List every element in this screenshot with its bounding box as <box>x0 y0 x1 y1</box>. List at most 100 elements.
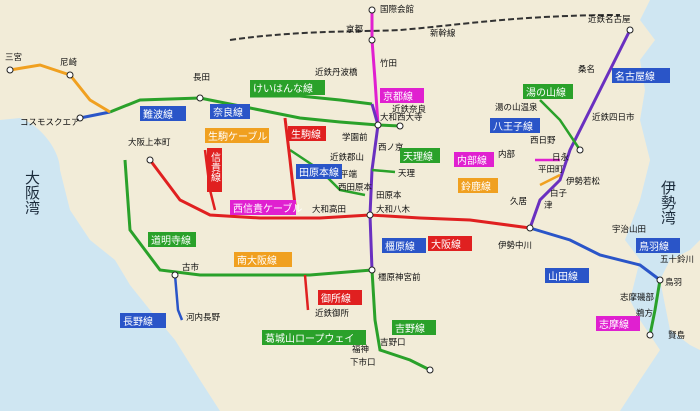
minami-osaka-box[interactable] <box>234 252 292 267</box>
shigi-cable-text: 西信貴ケーブル <box>233 202 302 215</box>
minami-osaka-line <box>123 159 373 277</box>
nara-line-box[interactable] <box>210 104 250 119</box>
station-yamato-saidaiji[interactable] <box>374 121 382 129</box>
label-hinaga: 日永 <box>552 152 570 163</box>
station-sannomiya[interactable] <box>6 66 14 74</box>
nagoya-line-box[interactable] <box>612 68 670 83</box>
yoshino-line-box[interactable] <box>392 320 436 335</box>
domyoji-line-text: 道明寺線 <box>151 234 191 247</box>
label-isuzugawa: 五十鈴川 <box>660 254 694 265</box>
label-hisai: 久居 <box>510 196 527 207</box>
label-yamato-takada: 大和高田 <box>312 204 346 215</box>
katsuragi-rope-text: 葛城山ロープウェイ <box>265 332 354 345</box>
station-kintetsu-nagoya[interactable] <box>626 26 634 34</box>
yoshino-line-text: 吉野線 <box>395 322 425 335</box>
station-kashiharajingu[interactable] <box>368 266 376 274</box>
station-furuichi[interactable] <box>171 271 179 279</box>
yamada-line-text: 山田線 <box>548 270 578 283</box>
label-yamato-yagi: 大和八木 <box>376 204 411 215</box>
station-kashikojima[interactable] <box>646 331 654 339</box>
yamada-line <box>529 226 661 282</box>
suzuka-line-text: 鈴鹿線 <box>461 180 491 193</box>
kyoto-line-box[interactable] <box>380 88 424 103</box>
tawaramoto-line-box[interactable] <box>296 164 342 179</box>
namba-line-box[interactable] <box>140 106 186 121</box>
namba-line <box>79 110 111 120</box>
station-ise-nakagawa[interactable] <box>526 224 534 232</box>
kashihara-line-text: 橿原線 <box>385 240 415 253</box>
label-furuichi: 古市 <box>182 262 200 273</box>
keihanna-line-box[interactable] <box>250 80 325 95</box>
yunoyama-line-text: 湯の山線 <box>526 86 566 99</box>
label-nishinokyo: 西ノ京 <box>378 142 404 153</box>
keihanna-line-text: けいはんな線 <box>253 82 313 95</box>
shigi-cable-box[interactable] <box>230 200 296 215</box>
stations <box>6 6 664 374</box>
label-kashiharajingu: 橿原神宮前 <box>378 272 421 283</box>
nagano-line-text: 長野線 <box>123 315 153 328</box>
label-tawaramoto: 田原本 <box>376 190 402 201</box>
ikoma-cable-text: 生駒ケーブル <box>208 130 267 143</box>
gose-line-box[interactable] <box>318 290 362 305</box>
station-kyoto[interactable] <box>368 36 376 44</box>
osaka-line-text: 大阪線 <box>431 238 461 251</box>
station-toba[interactable] <box>656 276 664 284</box>
toba-line-box[interactable] <box>636 238 680 253</box>
label-utsube: 内部 <box>498 149 516 160</box>
ise-bay <box>620 0 700 411</box>
label-shiroko: 白子 <box>550 188 568 199</box>
ikoma-cable-box[interactable] <box>205 128 269 143</box>
station-cosmo[interactable] <box>76 114 84 122</box>
label-gakuenmae: 学園前 <box>342 132 368 143</box>
yamada-line-box[interactable] <box>545 268 589 283</box>
suzuka-line-box[interactable] <box>458 178 498 193</box>
label-sannomiya: 三宮 <box>5 52 22 63</box>
station-kintetsu-nara[interactable] <box>396 122 404 130</box>
hachioji-line-box[interactable] <box>490 118 540 133</box>
tenri-line-box[interactable] <box>400 148 440 163</box>
nagoya-line-text: 名古屋線 <box>615 70 655 83</box>
ikoma-line-box[interactable] <box>288 126 326 141</box>
label-yoshinoguchi: 吉野口 <box>380 338 406 348</box>
station-yoshino[interactable] <box>426 366 434 374</box>
tenri-line <box>371 168 396 174</box>
kyoto-line-text: 京都線 <box>383 90 413 103</box>
osaka-line-box[interactable] <box>428 236 472 251</box>
keihanna-line <box>250 94 373 106</box>
label-osaka-bay: 大阪湾 <box>23 170 41 215</box>
station-amagasaki[interactable] <box>66 71 74 79</box>
station-osaka-uehommachi[interactable] <box>146 156 154 164</box>
label-tsu: 津 <box>544 200 553 211</box>
gose-line-text: 御所線 <box>321 292 351 305</box>
shima-line-box[interactable] <box>596 316 640 331</box>
station-nagata[interactable] <box>196 94 204 102</box>
kashihara-line-box[interactable] <box>382 238 426 253</box>
shigi-line-box[interactable] <box>207 148 222 192</box>
station-kintetsu-yokkaichi[interactable] <box>576 146 584 154</box>
toba-line-text: 鳥羽線 <box>639 240 669 253</box>
station-kokusai-kaikan[interactable] <box>368 6 376 14</box>
label-nagata: 長田 <box>193 73 210 83</box>
shigi-line-text: 信貴線 <box>209 152 221 182</box>
shima-line-text: 志摩線 <box>599 318 629 331</box>
katsuragi-rope-box[interactable] <box>262 330 366 345</box>
label-nishitawaramoto: 西田原本 <box>338 182 373 193</box>
station-yamato-yagi[interactable] <box>366 211 374 219</box>
domyoji-line-box[interactable] <box>148 232 196 247</box>
nagano-line-box[interactable] <box>120 313 166 328</box>
gose-line <box>303 274 310 311</box>
label-kyoto: 京都 <box>346 24 364 35</box>
utsube-line-box[interactable] <box>454 152 494 167</box>
label-yamato-saidaiji: 大和西大寺 <box>380 112 423 123</box>
yunoyama-line-box[interactable] <box>523 84 573 99</box>
nagoya-line <box>528 29 632 229</box>
kyoto-purple-line <box>370 103 380 126</box>
label-ise-bay: 伊勢湾 <box>659 180 677 225</box>
label-tenri: 天理 <box>398 169 416 179</box>
kyoto-line <box>370 10 380 126</box>
shinkansen-label: 新幹線 <box>430 28 456 39</box>
tawaramoto-line-text: 田原本線 <box>299 166 339 179</box>
label-kintetsu-gose: 近鉄御所 <box>315 308 350 319</box>
